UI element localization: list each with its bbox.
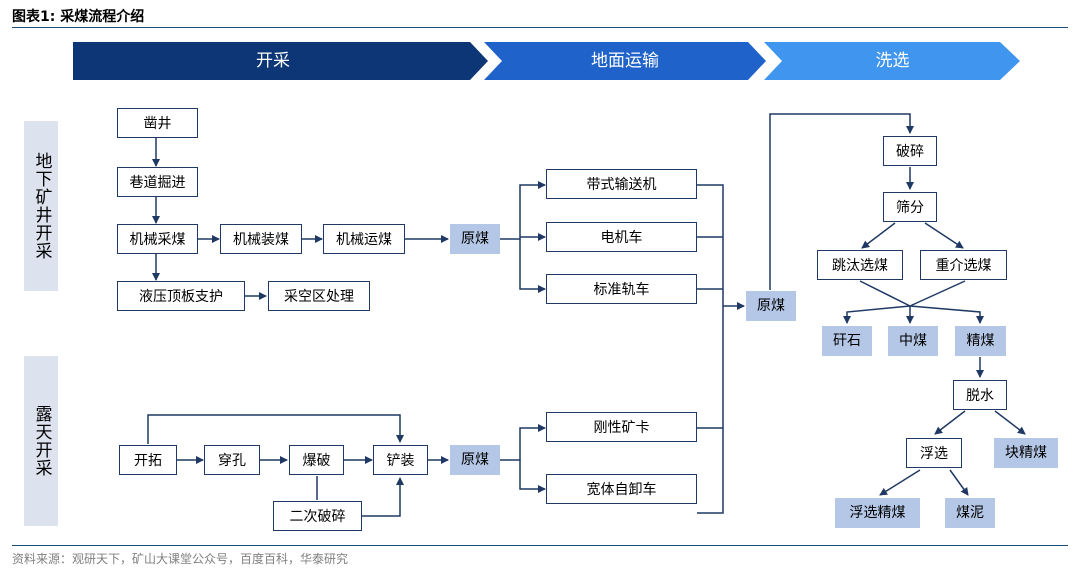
node-clean-coal: 精煤: [955, 326, 1006, 356]
node-flotation-clean-coal: 浮选精煤: [835, 498, 920, 528]
node-roadway: 巷道掘进: [117, 167, 198, 197]
side-label-underground: 地下矿井开采: [24, 121, 58, 291]
node-raw-coal-underground: 原煤: [450, 224, 500, 254]
node-coal-slime: 煤泥: [945, 498, 995, 528]
node-rigid-truck: 刚性矿卡: [546, 412, 697, 442]
side-label-surface-text: 露天开采: [31, 405, 52, 477]
node-standard-rail-car: 标准轨车: [546, 274, 697, 304]
node-mech-mining: 机械采煤: [117, 224, 198, 254]
node-mech-loading: 机械装煤: [220, 224, 302, 254]
header-divider: [12, 27, 1068, 28]
node-secondary-crushing: 二次破碎: [273, 501, 362, 531]
node-dense-medium: 重介选煤: [920, 250, 1007, 280]
node-jig-washing: 跳汰选煤: [817, 250, 903, 280]
node-belt-conveyor: 带式输送机: [546, 169, 697, 199]
source-note: 资料来源：观研天下，矿山大课堂公众号，百度百科，华泰研究: [12, 552, 349, 566]
stage-arrow-mining: [73, 42, 488, 80]
node-goaf-treatment: 采空区处理: [268, 281, 370, 311]
node-shaft: 凿井: [117, 108, 198, 138]
footer-divider: [12, 545, 1068, 546]
node-stripping: 开拓: [119, 445, 177, 475]
node-raw-coal-surface: 原煤: [450, 445, 500, 475]
stage-arrow-transport: [484, 42, 766, 80]
node-blasting: 爆破: [289, 445, 344, 475]
node-drilling: 穿孔: [204, 445, 260, 475]
node-lump-clean-coal: 块精煤: [994, 438, 1058, 468]
node-dewatering: 脱水: [953, 380, 1007, 410]
node-shovel-loading: 铲装: [373, 445, 428, 475]
stage-label-mining: 开采: [256, 51, 290, 71]
stage-label-washing: 洗选: [875, 51, 910, 71]
stage-arrow-washing: [764, 42, 1020, 80]
node-screening: 筛分: [883, 192, 937, 222]
node-mech-transport: 机械运煤: [323, 224, 405, 254]
node-crushing: 破碎: [883, 136, 937, 166]
node-raw-coal-mid: 原煤: [746, 291, 796, 321]
node-flotation: 浮选: [906, 438, 962, 468]
page-title: 图表1: 采煤流程介绍: [12, 9, 145, 25]
node-electric-locomotive: 电机车: [546, 222, 697, 252]
side-label-underground-text: 地下矿井开采: [31, 152, 52, 260]
side-label-surface: 露天开采: [24, 356, 58, 526]
node-gangue: 矸石: [822, 326, 872, 356]
node-hydraulic-support: 液压顶板支护: [117, 281, 245, 311]
node-wide-dump-truck: 宽体自卸车: [546, 474, 697, 504]
stage-label-transport: 地面运输: [591, 51, 659, 71]
node-middling: 中煤: [888, 326, 938, 356]
